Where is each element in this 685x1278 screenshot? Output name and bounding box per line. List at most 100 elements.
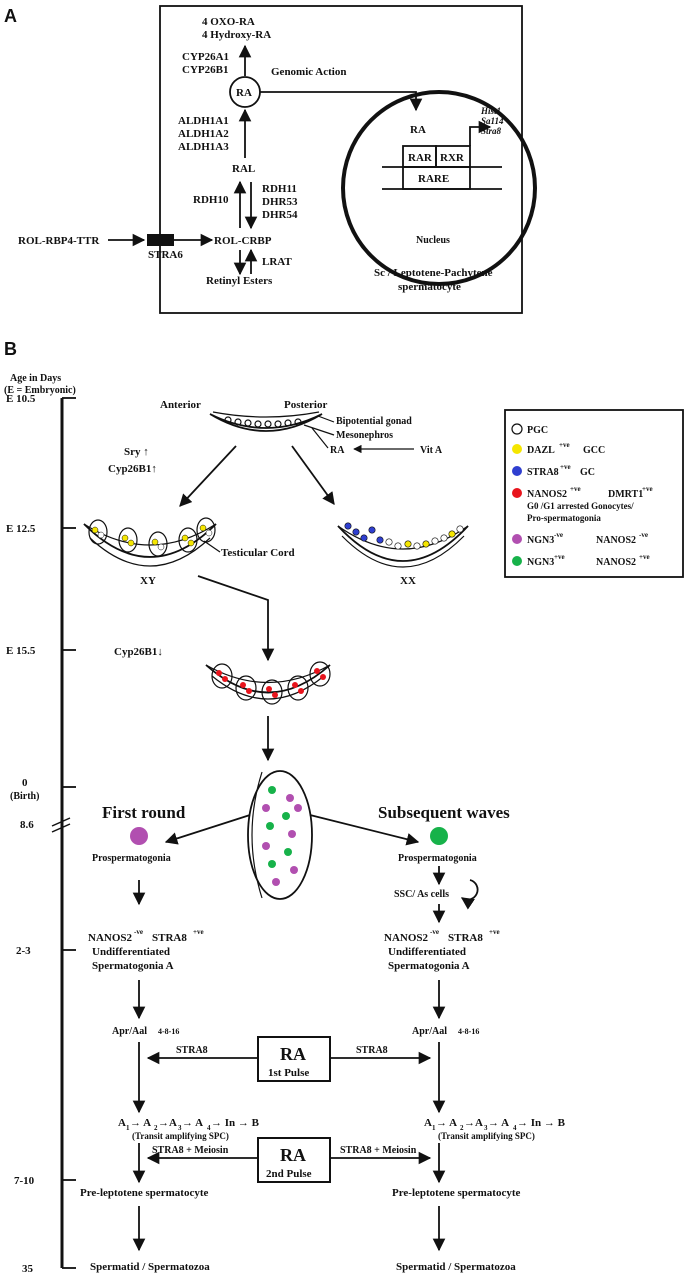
postnatal-germ-cell: [286, 794, 294, 802]
nanos2-cell: [216, 670, 222, 676]
legend-stra8-swatch: [512, 466, 522, 476]
ra-source-label: RA: [330, 445, 345, 456]
svg-text:3: 3: [484, 1124, 488, 1132]
dazl-cell: [121, 534, 129, 542]
sa114-gene: Sa114: [481, 116, 504, 126]
rol-rbp4-ttr-label: ROL-RBP4-TTR: [18, 235, 100, 247]
age-birth: (Birth): [10, 791, 39, 802]
axis-break-1: [51, 817, 71, 827]
panel-b-letter: B: [4, 339, 17, 359]
ra-label: RA: [236, 87, 252, 99]
rar-label: RAR: [408, 152, 433, 164]
sry-label: Sry ↑: [124, 446, 149, 458]
xx-germ-cell: [413, 542, 421, 550]
ra-pulse2-title: RA: [280, 1145, 306, 1165]
legend-box: [504, 409, 684, 578]
xx-gonad-mid: [341, 535, 465, 568]
self-renewal-arrow: [460, 879, 479, 910]
ssc-label: SSC/ As cells: [394, 889, 449, 900]
xx-germ-cell: [385, 538, 393, 546]
left-transit-label: (Transit amplifying SPC): [132, 1131, 229, 1141]
xy-label: XY: [140, 575, 156, 587]
svg-text:→ A: → A: [130, 1117, 151, 1129]
testicular-cord: [118, 527, 138, 553]
svg-text:4: 4: [207, 1124, 211, 1132]
prospermatogonia-right: Prospermatogonia: [398, 853, 477, 864]
postnatal-germ-cell: [268, 786, 276, 794]
genomic-action-label: Genomic Action: [271, 66, 346, 78]
dazl-cell: [199, 524, 207, 532]
postnatal-germ-cell: [294, 804, 302, 812]
svg-text:→ A: → A: [488, 1117, 509, 1129]
left-undiff-2: Spermatogonia A: [92, 960, 174, 972]
left-apr-nums: 4-8-16: [158, 1027, 179, 1036]
legend-dazl-swatch: [512, 444, 522, 454]
postnatal-germ-cell: [262, 842, 270, 850]
legend-stra8: STRA8: [527, 467, 559, 478]
right-a-chain: A 1 → A 2 →A 3 → A 4 → In → B: [424, 1117, 566, 1132]
stra6-receptor: [147, 234, 174, 246]
legend-dazl-tail: GCC: [583, 445, 605, 456]
legend-prospermatogonia: Pro-spermatogonia: [527, 513, 601, 523]
ra-pulse1-label: 1st Pulse: [268, 1067, 309, 1079]
e15-gonad-mid: [211, 675, 325, 700]
left-a-chain: A 1 → A 2 →A 3 → A 4 → In → B: [118, 1117, 260, 1132]
legend-nanos2-sup: +ve: [570, 485, 581, 493]
nanos2-cell: [240, 682, 246, 688]
testicular-cord: [88, 519, 108, 545]
ra-pulse1-title: RA: [280, 1044, 306, 1064]
postnatal-germ-cell: [282, 812, 290, 820]
xx-gonad-cells: [344, 522, 464, 550]
preleptotene-left: Pre-leptotene spermatocyte: [80, 1187, 208, 1199]
cell-label-line2: spermatocyte: [398, 281, 461, 293]
cell-label-line1: Sc / Leptotene-Pachytene: [374, 267, 493, 279]
transcription-arrow: [469, 120, 492, 146]
legend-nanos2-swatch: [512, 488, 522, 498]
dhr53-label: DHR53: [262, 196, 298, 208]
svg-text:4: 4: [513, 1124, 517, 1132]
ra-pulse2-label: 2nd Pulse: [266, 1168, 312, 1180]
subsequent-waves-label: Subsequent waves: [378, 803, 510, 822]
nanos2-cell: [314, 668, 320, 674]
legend-dazl-sup: +ve: [559, 441, 570, 449]
legend-nanos2-neg: NANOS2: [596, 535, 636, 546]
testicular-cord: [148, 531, 168, 557]
timeline-ticks: [62, 397, 76, 1269]
legend-ngn3-pos-sup: +ve: [554, 553, 565, 561]
right-undiff-1: Undifferentiated: [388, 946, 466, 958]
bipotential-gonad-label: Bipotential gonad: [336, 416, 412, 427]
legend-nanos2-pos-sup: +ve: [639, 553, 650, 561]
svg-text:→ A: → A: [436, 1117, 457, 1129]
xx-germ-cell: [376, 536, 384, 544]
rare-box: [402, 166, 471, 190]
lrat-label: LRAT: [262, 256, 292, 268]
legend-stra8-sup: +ve: [560, 463, 571, 471]
aldh1a2-label: ALDH1A2: [178, 128, 229, 140]
dhr54-label: DHR54: [262, 209, 298, 221]
right-stra8-sup: +ve: [489, 928, 500, 936]
pgc-row: [224, 416, 302, 428]
nucleus-label: Nucleus: [416, 235, 450, 246]
xx-germ-cell: [394, 542, 402, 550]
rol-crbp-label: ROL-CRBP: [214, 235, 272, 247]
xx-germ-cell: [368, 526, 376, 534]
xx-germ-cell: [440, 534, 448, 542]
e15-cord: [211, 663, 233, 689]
svg-text:→ In → B: → In → B: [211, 1117, 260, 1129]
e15-cord: [287, 675, 309, 701]
age-8-6: 8.6: [20, 819, 34, 831]
axis-break-2: [51, 823, 71, 833]
xx-germ-cell: [422, 540, 430, 548]
spermatid-left: Spermatid / Spermatozoa: [90, 1261, 210, 1273]
left-nanos2-sup: -ve: [134, 928, 143, 936]
svg-text:1: 1: [432, 1124, 436, 1132]
e15-gonad-outer: [205, 664, 331, 694]
age-7-10: 7-10: [14, 1175, 35, 1187]
age-35: 35: [22, 1263, 34, 1275]
nanos2-cell: [266, 686, 272, 692]
dazl-cell: [91, 526, 99, 534]
postnatal-germ-cell: [266, 822, 274, 830]
age-e15-5: E 15.5: [6, 645, 36, 657]
svg-text:A: A: [118, 1117, 126, 1129]
xx-germ-cell: [360, 534, 368, 542]
